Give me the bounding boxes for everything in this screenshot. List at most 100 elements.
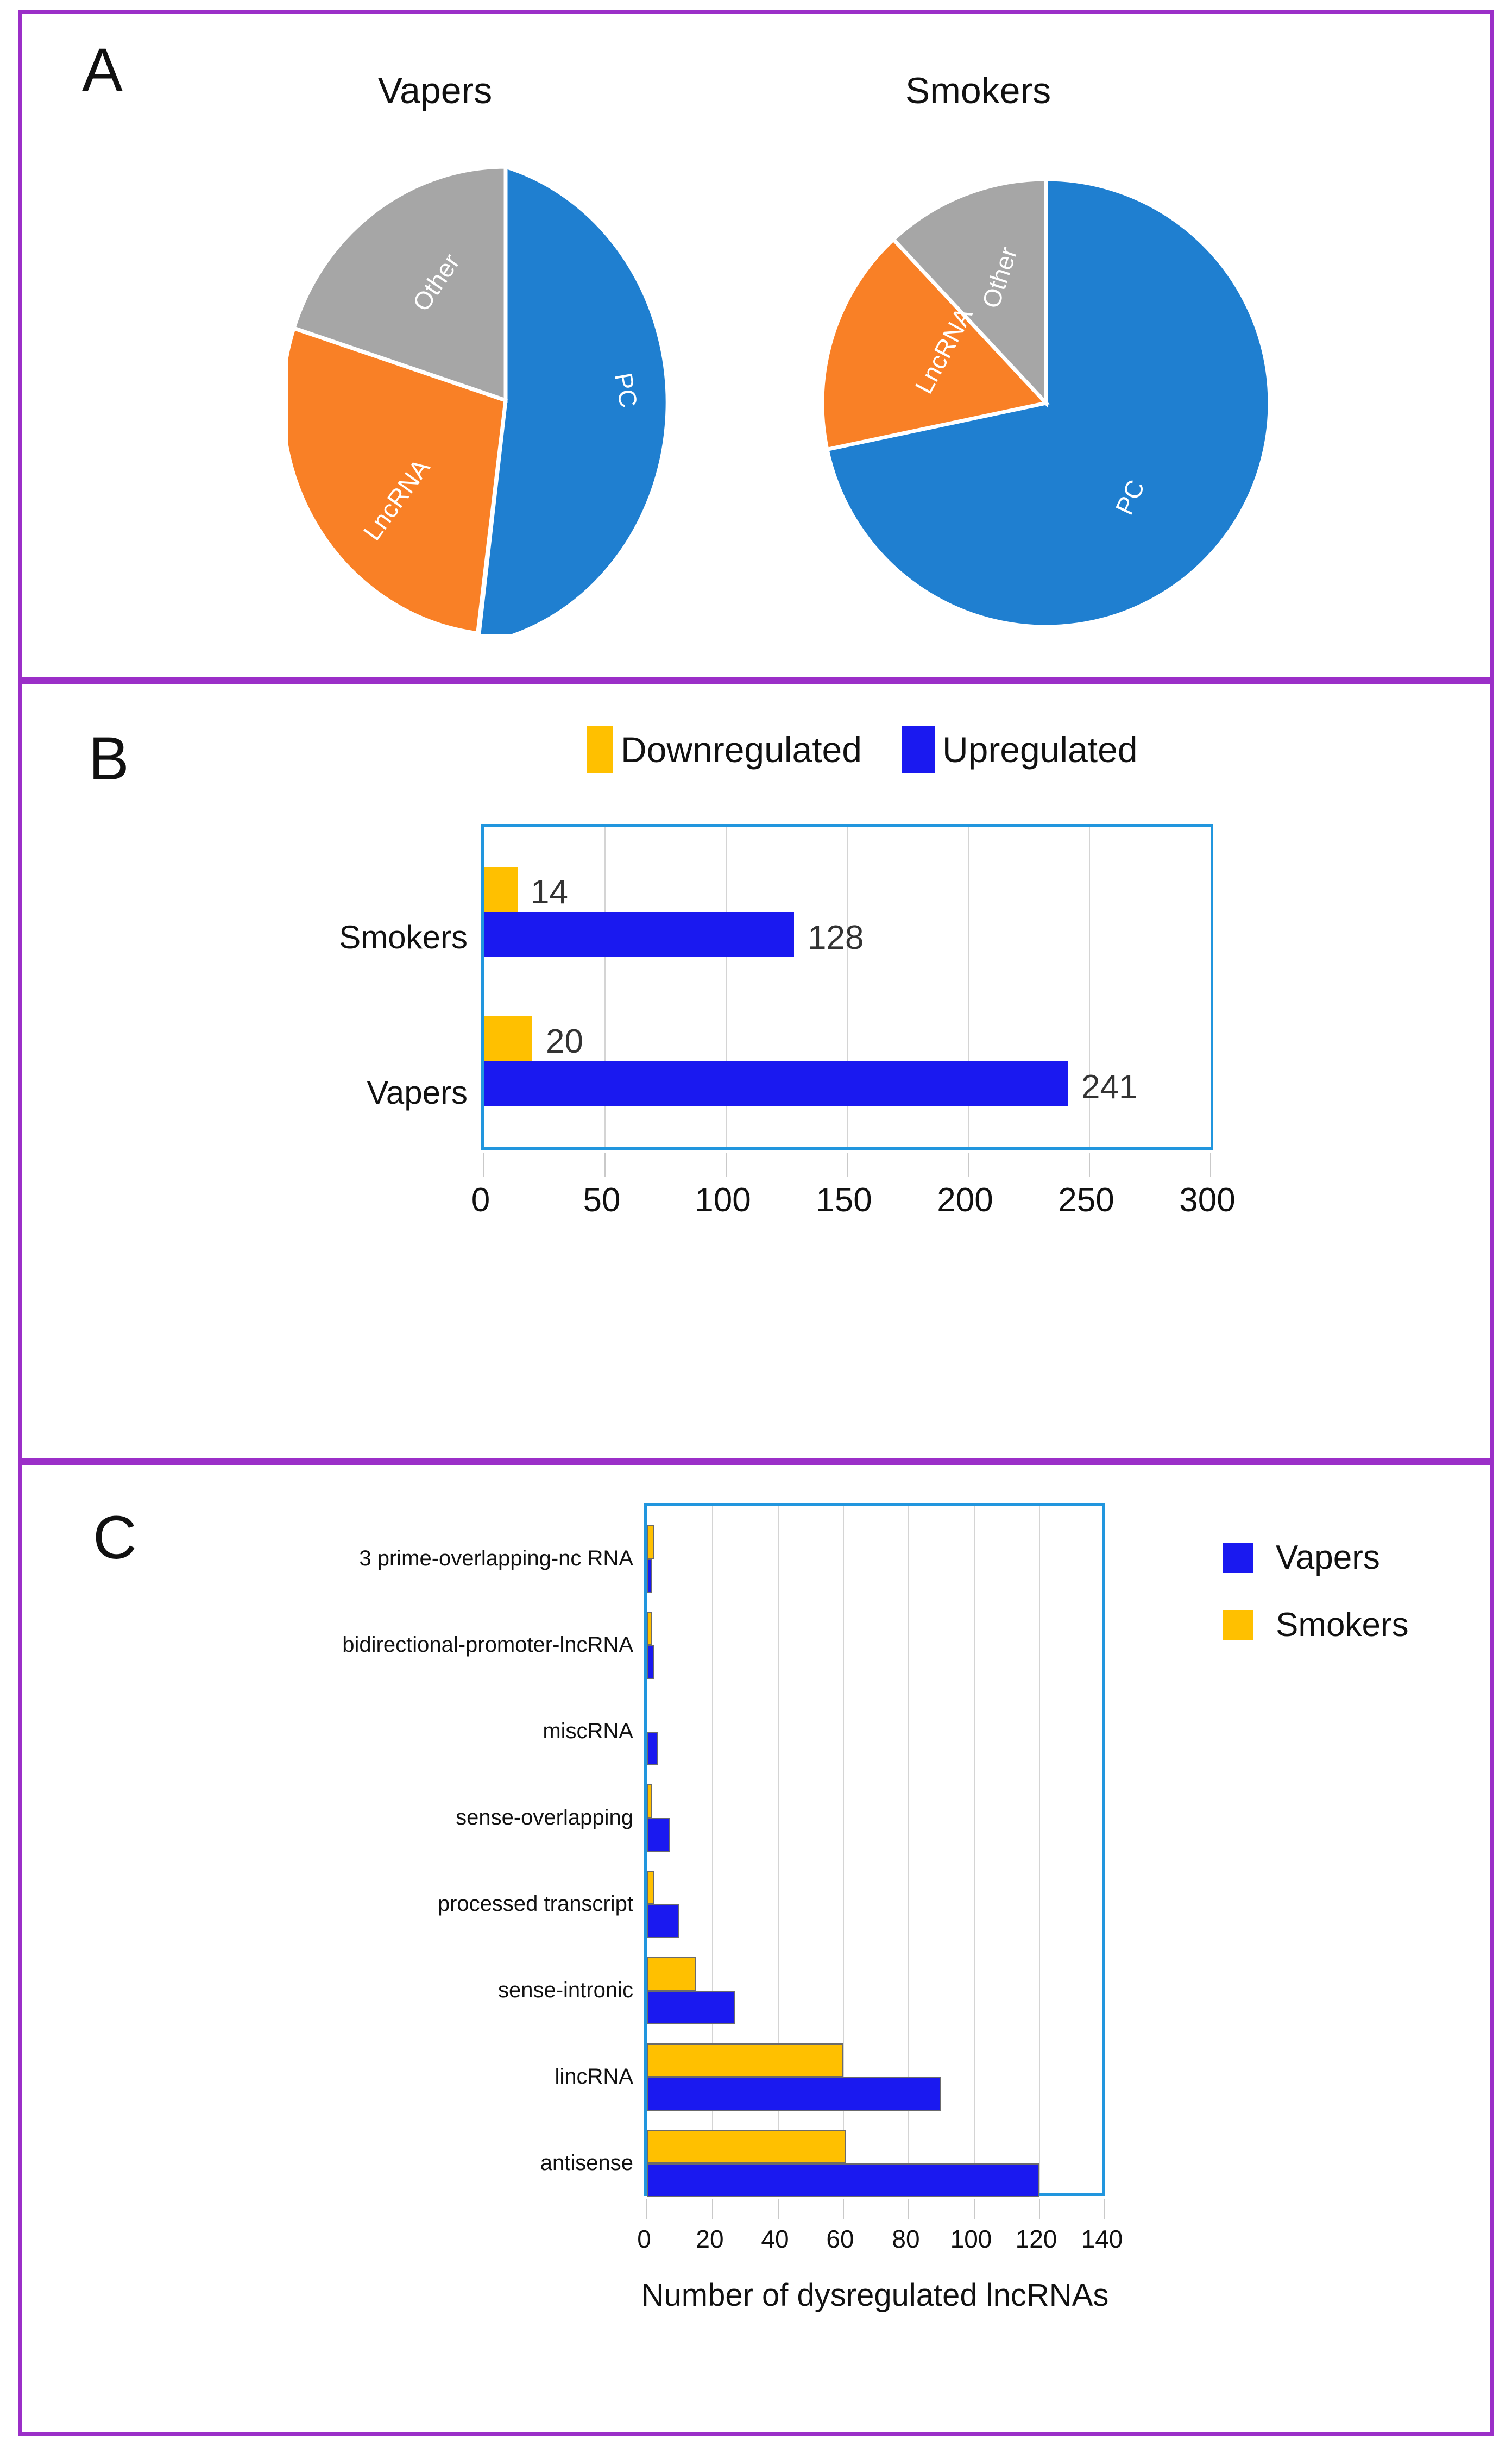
legend-label-vapers: Vapers bbox=[1276, 1539, 1380, 1576]
bar-smokers-lincrna[interactable] bbox=[647, 2043, 843, 2077]
category-label-lincrna: lincRNA bbox=[555, 2065, 633, 2089]
pie-slice-other bbox=[891, 177, 1048, 408]
pie-slice-other bbox=[291, 167, 508, 404]
panel-c-legend: Vapers Smokers bbox=[1223, 1541, 1409, 1642]
bar-smokers-downregulated[interactable] bbox=[484, 867, 518, 912]
bar-smokers-bidirectional-promoter-lncrna[interactable] bbox=[647, 1612, 652, 1645]
pie-slice-lncrna bbox=[288, 325, 508, 634]
xtick-label-140: 140 bbox=[1081, 2225, 1123, 2253]
tick-140 bbox=[1104, 2199, 1105, 2219]
gridline-250 bbox=[1089, 827, 1090, 1147]
xtick-label-80: 80 bbox=[892, 2225, 920, 2253]
tick-100 bbox=[974, 2199, 975, 2219]
gridline-100 bbox=[726, 827, 727, 1147]
tick-200 bbox=[968, 1153, 969, 1177]
bar-smokers-processed-transcript[interactable] bbox=[647, 1871, 654, 1904]
bar-vapers-sense-intronic[interactable] bbox=[647, 1991, 735, 2024]
legend-swatch-downregulated bbox=[587, 726, 613, 773]
bar-value-vapers-downregulated: 20 bbox=[546, 1023, 583, 1060]
xtick-label-100: 100 bbox=[695, 1181, 751, 1219]
legend-label-smokers: Smokers bbox=[1276, 1606, 1409, 1644]
bar-vapers-downregulated[interactable] bbox=[484, 1016, 532, 1061]
tick-250 bbox=[1089, 1153, 1090, 1177]
bar-vapers-3-prime-overlapping-nc-rna[interactable] bbox=[647, 1559, 652, 1593]
bar-value-smokers-downregulated: 14 bbox=[531, 873, 568, 911]
gridline-200 bbox=[968, 827, 969, 1147]
bar-vapers-miscrna[interactable] bbox=[647, 1732, 658, 1765]
legend-swatch-smokers bbox=[1223, 1610, 1253, 1640]
gridline-120 bbox=[1039, 1506, 1040, 2193]
bar-value-vapers-upregulated: 241 bbox=[1081, 1068, 1138, 1106]
legend-item-smokers[interactable]: Smokers bbox=[1223, 1608, 1409, 1642]
legend-item-vapers[interactable]: Vapers bbox=[1223, 1541, 1409, 1575]
gridline-50 bbox=[604, 827, 606, 1147]
category-label-sense-intronic: sense-intronic bbox=[497, 1978, 633, 2002]
tick-120 bbox=[1039, 2199, 1040, 2219]
gridline-40 bbox=[778, 1506, 779, 2193]
legend-label-upregulated: Upregulated bbox=[942, 729, 1138, 770]
pie-chart-smokers: PC LncRNA Other bbox=[818, 172, 1274, 634]
panel-c-plot-area bbox=[644, 1503, 1105, 2219]
legend-label-downregulated: Downregulated bbox=[621, 729, 862, 770]
tick-100 bbox=[726, 1153, 727, 1177]
category-label-3-prime-overlapping-nc-rna: 3 prime-overlapping-nc RNA bbox=[359, 1546, 633, 1570]
tick-60 bbox=[843, 2199, 844, 2219]
tick-150 bbox=[847, 1153, 848, 1177]
bar-vapers-bidirectional-promoter-lncrna[interactable] bbox=[647, 1645, 654, 1679]
pie-slice-pc bbox=[477, 167, 670, 634]
category-label-smokers: Smokers bbox=[339, 919, 468, 955]
legend-item-upregulated[interactable]: Upregulated bbox=[902, 726, 1138, 773]
bar-smokers-upregulated[interactable] bbox=[484, 912, 794, 957]
panel-a: A Vapers PC LncRNA Other Smokers bbox=[18, 10, 1494, 681]
panel-b: B Downregulated Upregulated bbox=[18, 680, 1494, 1462]
category-label-vapers: Vapers bbox=[367, 1074, 468, 1111]
xtick-label-0: 0 bbox=[637, 2225, 651, 2253]
xtick-label-40: 40 bbox=[761, 2225, 789, 2253]
xtick-label-0: 0 bbox=[471, 1181, 490, 1219]
bar-vapers-processed-transcript[interactable] bbox=[647, 1904, 679, 1938]
category-label-processed-transcript: processed transcript bbox=[437, 1892, 633, 1916]
bar-smokers-antisense[interactable] bbox=[647, 2130, 846, 2163]
panel-c: C bbox=[18, 1461, 1494, 2436]
xtick-label-120: 120 bbox=[1015, 2225, 1057, 2253]
pie-slice-lncrna bbox=[820, 236, 1050, 452]
panel-c-letter: C bbox=[93, 1504, 137, 1571]
bar-smokers-sense-intronic[interactable] bbox=[647, 1957, 696, 1991]
category-label-antisense: antisense bbox=[540, 2151, 633, 2175]
bar-vapers-sense-overlapping[interactable] bbox=[647, 1818, 670, 1852]
gridline-60 bbox=[843, 1506, 844, 2193]
tick-300 bbox=[1210, 1153, 1211, 1177]
xtick-label-100: 100 bbox=[950, 2225, 992, 2253]
gridline-150 bbox=[847, 827, 848, 1147]
pie-slice-label-pc: PC bbox=[609, 370, 643, 410]
tick-0 bbox=[483, 1153, 484, 1177]
xtick-label-250: 250 bbox=[1058, 1181, 1114, 1219]
bar-smokers-3-prime-overlapping-nc-rna[interactable] bbox=[647, 1525, 654, 1559]
xtick-label-300: 300 bbox=[1179, 1181, 1236, 1219]
xtick-label-50: 50 bbox=[583, 1181, 621, 1219]
panel-b-plot-area: 14 128 20 241 bbox=[481, 824, 1213, 1177]
gridline-100 bbox=[974, 1506, 975, 2193]
category-label-bidirectional-promoter-lncrna: bidirectional-promoter-lncRNA bbox=[342, 1633, 633, 1657]
bar-vapers-upregulated[interactable] bbox=[484, 1061, 1068, 1106]
tick-20 bbox=[712, 2199, 713, 2219]
bar-smokers-sense-overlapping[interactable] bbox=[647, 1784, 652, 1818]
tick-50 bbox=[604, 1153, 606, 1177]
xtick-label-150: 150 bbox=[816, 1181, 872, 1219]
gridline-80 bbox=[908, 1506, 909, 2193]
xtick-label-60: 60 bbox=[826, 2225, 854, 2253]
pie-title-vapers: Vapers bbox=[377, 70, 493, 111]
panel-b-letter: B bbox=[89, 725, 129, 792]
xtick-label-20: 20 bbox=[696, 2225, 724, 2253]
pie-title-smokers: Smokers bbox=[905, 70, 1051, 111]
gridline-20 bbox=[712, 1506, 713, 2193]
bar-vapers-lincrna[interactable] bbox=[647, 2077, 941, 2111]
bar-value-smokers-upregulated: 128 bbox=[808, 919, 864, 957]
legend-item-downregulated[interactable]: Downregulated bbox=[587, 726, 862, 773]
panel-c-xaxis-title: Number of dysregulated lncRNAs bbox=[641, 2278, 1109, 2313]
pie-chart-vapers: PC LncRNA Other bbox=[288, 167, 723, 634]
panel-b-legend: Downregulated Upregulated bbox=[587, 726, 1138, 773]
bar-vapers-antisense[interactable] bbox=[647, 2163, 1039, 2197]
xtick-label-200: 200 bbox=[937, 1181, 993, 1219]
